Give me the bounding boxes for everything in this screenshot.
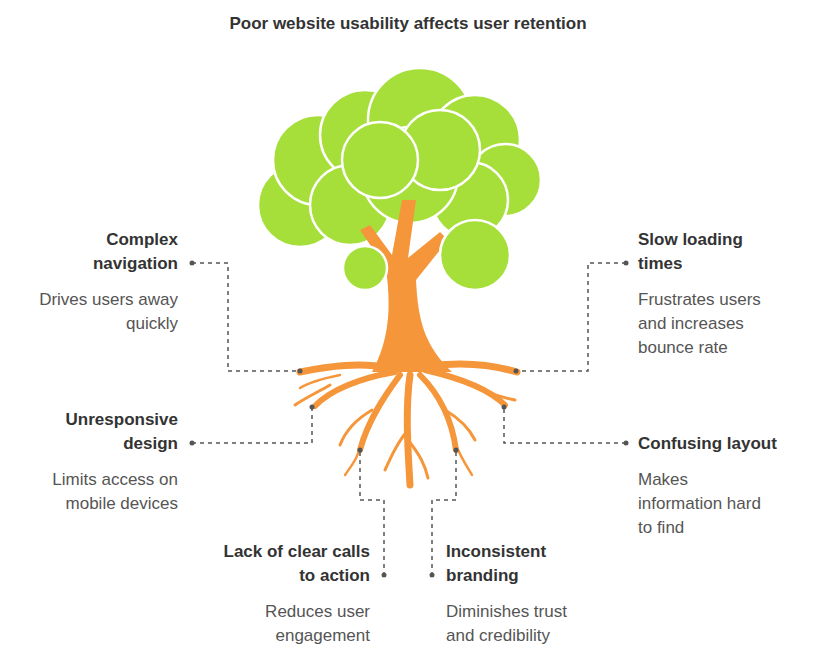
callout-heading: Unresponsive design <box>38 408 178 456</box>
leader-dots <box>190 261 629 578</box>
callout-heading: Confusing layout <box>638 432 808 456</box>
callout-heading: Inconsistent branding <box>446 540 581 588</box>
leader-lines <box>192 263 626 573</box>
callout-text: Limits access on mobile devices <box>13 468 178 516</box>
diagram-title: Poor website usability affects user rete… <box>0 12 816 36</box>
callout-text: Frustrates users and increases bounce ra… <box>638 288 786 360</box>
callout-heading: Slow loading times <box>638 228 763 276</box>
callout-text: Drives users away quickly <box>13 288 178 336</box>
callout-text: Reduces user engagement <box>205 600 370 648</box>
callout-heading: Lack of clear calls to action <box>208 540 370 588</box>
callout-text: Diminishes trust and credibility <box>446 600 594 648</box>
callout-text: Makes information hard to find <box>638 468 770 540</box>
callout-heading: Complex navigation <box>48 228 178 276</box>
